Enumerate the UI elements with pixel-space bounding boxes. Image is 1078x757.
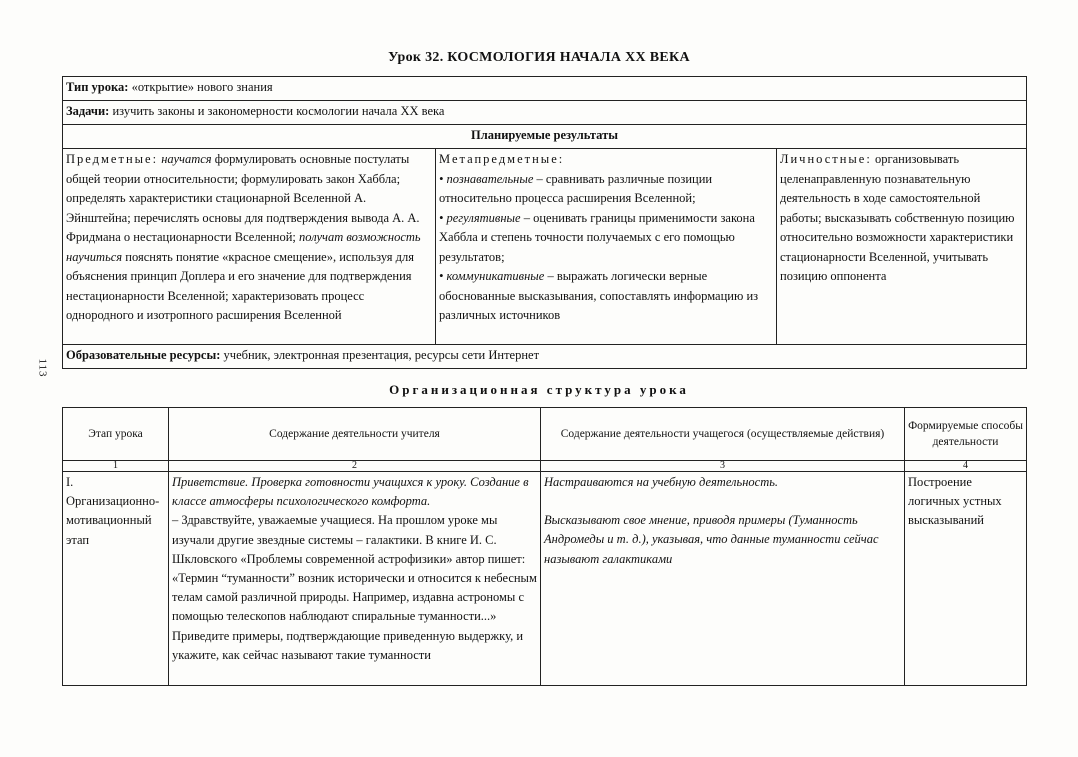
results-header: Планируемые результаты <box>61 124 1028 149</box>
subject-results-cell: Предметные: научатся формулировать основ… <box>62 148 436 345</box>
student-cell: Настраиваются на учебную деятельность. В… <box>540 471 905 686</box>
student-action-1: Настраиваются на учебную деятельность. <box>544 475 779 489</box>
meta-regulatory-text: – оценивать границы применимости закона … <box>439 210 755 264</box>
meta-cognitive-label: • познавательные <box>439 171 534 186</box>
subject-italic-2: получат возможность научиться <box>66 230 421 264</box>
header-stage: Этап урока <box>62 407 169 461</box>
structure-title: Организационная структура урока <box>389 382 689 397</box>
header-skills: Формируемые способы деятельности <box>904 407 1027 461</box>
lesson-type-value: «открытие» нового знания <box>128 80 273 94</box>
tasks-row: Задачи: изучить законы и закономерности … <box>61 100 1028 125</box>
meta-communicative-label: • коммуникативные <box>439 269 545 283</box>
resources-value: учебник, электронная презентация, ресурс… <box>220 348 540 362</box>
subject-intro: научатся <box>158 152 212 166</box>
personal-text: организовывать целенаправленную познават… <box>780 152 1015 283</box>
meta-communicative-text: – выражать логически верные обоснованные… <box>439 269 759 322</box>
resources-label: Образовательные ресурсы: <box>66 348 221 362</box>
header-teacher: Содержание деятельности учителя <box>168 407 541 461</box>
lesson-type-row: Тип урока: «открытие» нового знания <box>61 76 1028 101</box>
page-title: Урок 32. КОСМОЛОГИЯ НАЧАЛА XX ВЕКА <box>388 50 690 65</box>
meta-regulatory-label: • регулятивные <box>439 210 521 225</box>
lesson-structure-table: Этап урока Содержание деятельности учите… <box>62 407 1027 686</box>
tasks-value: изучить законы и закономерности космолог… <box>109 104 445 118</box>
lesson-summary-table: Тип урока: «открытие» нового знания Зада… <box>61 76 1028 369</box>
tasks-label: Задачи: <box>66 104 110 118</box>
skills-cell: Построение логичных устных высказываний <box>904 471 1027 686</box>
header-student: Содержание деятельности учащегося (осуще… <box>540 407 905 461</box>
page-number: 113 <box>36 358 49 378</box>
personal-results-cell: Личностные: организовывать целенаправлен… <box>775 148 1028 345</box>
personal-label: Личностные: <box>780 152 872 166</box>
lesson-type-label: Тип урока: <box>66 80 129 94</box>
subject-text-2: пояснять понятие «красное смещение», исп… <box>66 249 415 323</box>
meta-results-cell: Метапредметные: • познавательные – сравн… <box>435 148 777 345</box>
teacher-actions-italic: Приветствие. Проверка готовности учащихс… <box>172 475 529 509</box>
column-number-row: 1 2 3 4 <box>62 460 1027 472</box>
table-row: I. Организационно-мотивационный этап При… <box>62 471 1027 686</box>
header-row: Этап урока Содержание деятельности учите… <box>62 407 1027 461</box>
stage-cell: I. Организационно-мотивационный этап <box>62 471 169 686</box>
subject-text-1: формулировать основные постулаты общей т… <box>66 152 420 244</box>
column-number: 1 <box>62 460 169 472</box>
meta-cognitive-text: – сравнивать различные позиции относител… <box>439 171 713 206</box>
column-number: 3 <box>540 460 905 472</box>
column-number: 4 <box>904 460 1027 472</box>
resources-row: Образовательные ресурсы: учебник, электр… <box>61 344 1028 369</box>
teacher-speech: – Здравствуйте, уважаемые учащиеся. На п… <box>172 513 537 662</box>
column-number: 2 <box>168 460 541 472</box>
student-action-2: Высказывают свое мнение, приводя примеры… <box>544 513 879 566</box>
subject-label: Предметные: <box>66 152 159 166</box>
teacher-cell: Приветствие. Проверка готовности учащихс… <box>168 471 541 686</box>
meta-label: Метапредметные: <box>439 152 565 166</box>
